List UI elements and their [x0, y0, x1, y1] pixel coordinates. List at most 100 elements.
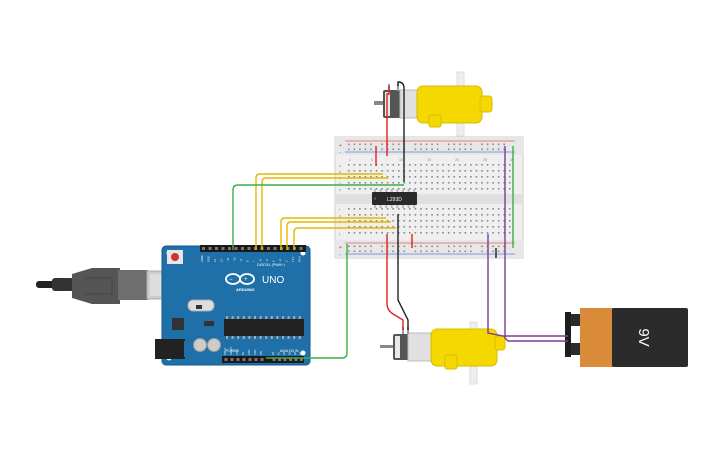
pin-label: 8 [246, 260, 250, 262]
hole [215, 247, 218, 250]
hole [503, 188, 505, 190]
hole [414, 250, 417, 253]
dc-motor-bottom[interactable] [380, 321, 506, 385]
hole [260, 358, 264, 361]
dc-motor-top[interactable] [374, 71, 493, 137]
hole [282, 336, 284, 339]
row-letter: e [339, 188, 341, 192]
hole [381, 232, 383, 234]
hole [442, 220, 444, 222]
hole [508, 164, 511, 166]
battery-label: 9V [635, 328, 652, 346]
hole [486, 182, 489, 184]
hole [459, 143, 461, 146]
hole [481, 250, 483, 253]
hole [431, 164, 433, 166]
hole [392, 208, 394, 210]
hole [248, 336, 251, 339]
wire-green [232, 184, 404, 250]
hole [508, 226, 511, 228]
pin-label: VIN [260, 351, 263, 355]
hole [370, 170, 372, 172]
hole [486, 226, 489, 228]
hole [414, 226, 417, 228]
hole [359, 220, 361, 222]
hole [464, 220, 467, 222]
hole [464, 182, 467, 184]
hole [459, 164, 461, 166]
hole [442, 164, 444, 166]
hole [348, 245, 350, 248]
pin-label: A0 [272, 351, 275, 355]
hole [442, 226, 444, 228]
hole [492, 170, 494, 172]
hole [470, 250, 472, 253]
hole [508, 176, 511, 178]
hole [242, 358, 246, 361]
hole [431, 245, 433, 248]
pin-label: RX 0 [298, 256, 302, 262]
hole [492, 164, 494, 166]
hole [381, 176, 383, 178]
hole [425, 188, 428, 190]
hole [481, 208, 483, 210]
hole [459, 226, 461, 228]
hole [459, 208, 461, 210]
hole [381, 148, 383, 151]
hole [481, 170, 483, 172]
hole [475, 220, 478, 222]
hole [420, 188, 422, 190]
hole [397, 232, 400, 234]
battery-9v[interactable]: 9V [565, 308, 688, 367]
hole [486, 220, 489, 222]
hole [425, 143, 428, 146]
hole [447, 176, 450, 178]
hole [447, 220, 450, 222]
hole [381, 170, 383, 172]
hole [276, 316, 279, 319]
hole [221, 247, 225, 250]
hole [397, 170, 400, 172]
hole [431, 232, 433, 234]
hole [364, 164, 367, 166]
l293d-ic[interactable]: L293D [372, 189, 417, 208]
hole [348, 226, 350, 228]
hole [403, 188, 406, 190]
wire-black [397, 214, 409, 330]
hole [353, 143, 356, 146]
hole [453, 220, 456, 222]
hole [364, 226, 367, 228]
hole [464, 164, 467, 166]
pin-label: TX 1 [291, 256, 295, 262]
hole [420, 164, 422, 166]
hole [359, 176, 361, 178]
hole [486, 143, 489, 146]
hole [420, 245, 422, 248]
hole [442, 188, 444, 190]
hole [231, 336, 234, 339]
hole [407, 205, 410, 208]
hole [481, 176, 483, 178]
hole [397, 245, 400, 248]
hole [359, 143, 361, 146]
hole [492, 188, 494, 190]
hole [381, 208, 383, 210]
wire-yellow [280, 217, 386, 250]
hole [359, 208, 361, 210]
hole [374, 189, 376, 192]
hole [481, 188, 483, 190]
hole [413, 205, 416, 208]
hole [431, 226, 433, 228]
hole [497, 176, 500, 178]
hole [481, 226, 483, 228]
arduino-uno[interactable]: − + UNO ARDUINO DIGITAL (PWM~) POWER ANA… [36, 245, 311, 366]
hole [409, 226, 411, 228]
hole [375, 232, 378, 234]
hole [397, 214, 400, 216]
breadboard[interactable]: + - + - 1 5 10 15 20 25 30 a b c d e f g… [334, 136, 524, 259]
hole [486, 164, 489, 166]
hole [503, 226, 505, 228]
hole [287, 336, 290, 339]
hole [414, 220, 417, 222]
hole [431, 214, 433, 216]
